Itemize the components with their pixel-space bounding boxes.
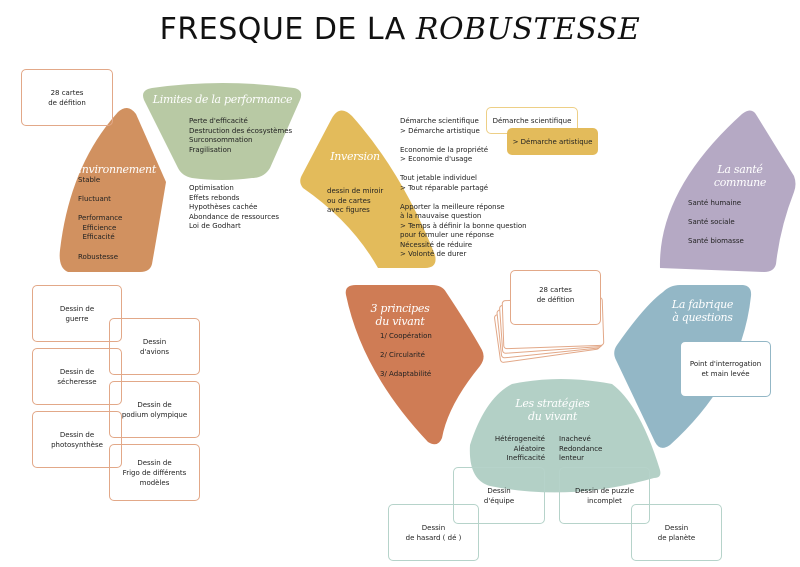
- strategies-left: Hétérogeneité Aléatoire Inefficacité: [494, 435, 545, 462]
- drawing-card: Dessin de planète: [631, 504, 722, 561]
- sante-item: Santé humaine: [688, 199, 742, 207]
- inversion-list: Démarche scientifique > Démarche artisti…: [400, 117, 527, 258]
- strategies-right: Inachevé Redondance lenteur: [559, 435, 603, 462]
- drawing-card: Dessin de guerre: [32, 285, 122, 342]
- fabrique-title: La fabrique à questions: [671, 298, 734, 324]
- drawing-card: Dessin de hasard ( dé ): [388, 504, 479, 561]
- sante-item: Santé biomasse: [688, 237, 744, 245]
- drawing-card: Dessin de podium olympique: [109, 381, 200, 438]
- drawing-card: Dessin de Frigo de différents modèles: [109, 444, 200, 501]
- principe-item: 3/ Adaptabilité: [380, 370, 432, 378]
- drawing-card: Dessin de photosynthèse: [32, 411, 122, 468]
- petal-principes: [345, 285, 484, 445]
- principe-item: 2/ Circularité: [380, 351, 425, 359]
- definition-deck-card: 28 cartes de défition: [21, 69, 113, 126]
- principes-title: 3 principes du vivant: [370, 302, 430, 328]
- strategies-title: Les stratégies du vivant: [515, 397, 590, 423]
- page-title: FRESQUE DE LA ROBUSTESSE: [159, 12, 641, 47]
- inversion-inner: dessin de miroir ou de cartes avec figur…: [327, 187, 384, 214]
- petal-limites: [143, 83, 302, 180]
- definition-deck-card: 28 cartes de défition: [510, 270, 601, 325]
- fabrique-card: Point d'interrogation et main levée: [680, 341, 771, 397]
- limites-below: Optimisation Effets rebonds Hypothèses c…: [189, 184, 280, 230]
- env-item: Stable: [78, 176, 101, 184]
- inversion-title: Inversion: [330, 150, 380, 163]
- environnement-title: Environnement: [74, 163, 156, 176]
- env-item: Robustesse: [78, 253, 119, 261]
- env-item: Fluctuant: [78, 195, 111, 203]
- petal-inversion: [300, 110, 436, 268]
- env-item: Performance Efficience Efficacité: [78, 214, 123, 241]
- petal-sante: [659, 110, 796, 272]
- petal-environnement: [59, 107, 166, 272]
- drawing-card: Dessin de puzzle incomplet: [559, 467, 650, 524]
- limites-items: Perte d'efficacité Destruction des écosy…: [189, 117, 293, 154]
- sante-title: La santé commune: [713, 163, 767, 189]
- principe-item: 1/ Coopération: [380, 332, 432, 340]
- inversion-card-b: > Démarche artistique: [507, 128, 598, 155]
- drawing-card: Dessin de sécheresse: [32, 348, 122, 405]
- sante-item: Santé sociale: [688, 218, 735, 226]
- petal-strategies: [469, 379, 661, 493]
- limites-title: Limites de la performance: [152, 93, 293, 106]
- drawing-card: Dessin d'équipe: [453, 467, 545, 524]
- drawing-card: Dessin d'avions: [109, 318, 200, 375]
